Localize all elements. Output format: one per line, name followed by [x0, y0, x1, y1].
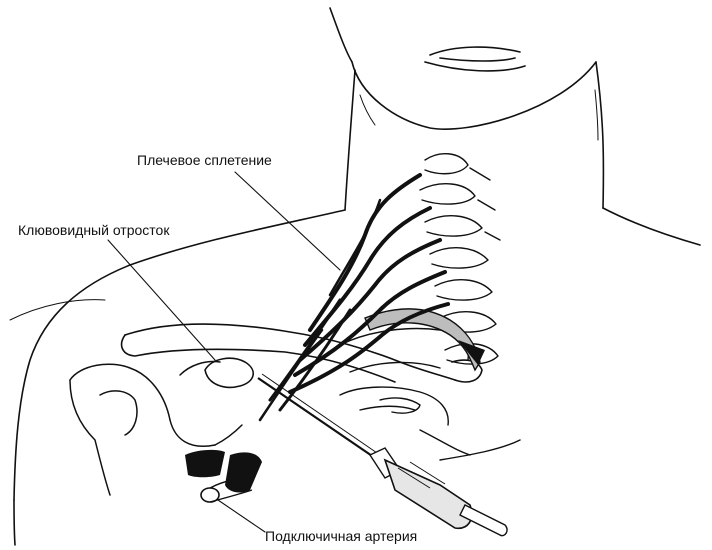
leader-lines: [107, 171, 341, 533]
scapula: [69, 360, 243, 496]
needle-and-syringe: [257, 373, 508, 537]
shoulder-outline: [9, 207, 701, 546]
clavicle: [120, 323, 483, 383]
leader-line-plexus: [234, 171, 341, 271]
cervical-vertebrae: [419, 153, 501, 365]
subclavian-artery-shape: [185, 449, 262, 503]
ribs: [339, 327, 521, 461]
leader-line-artery: [217, 499, 266, 533]
neck-outline: [329, 7, 605, 211]
label-coracoid-process: Клювовидный отросток: [18, 222, 170, 238]
subclavian-vein: [364, 308, 485, 372]
label-subclavian-artery: Подключичная артерия: [265, 528, 418, 544]
coracoid-process-shape: [204, 357, 254, 389]
brachial-plexus-nerves: [258, 173, 450, 422]
label-brachial-plexus: Плечевое сплетение: [137, 152, 272, 168]
leader-line-coracoid: [107, 239, 216, 361]
